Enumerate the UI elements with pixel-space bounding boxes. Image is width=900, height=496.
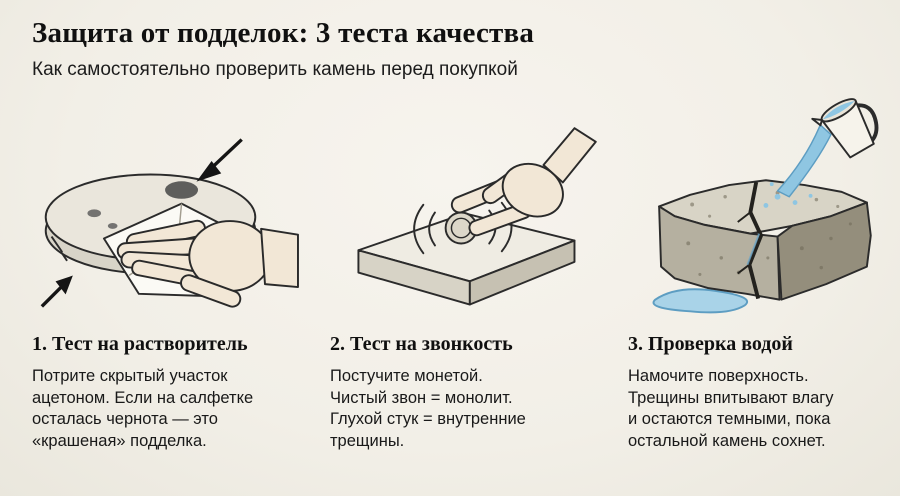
section-ring-test: 2. Тест на звонкость Постучите монетой. … — [330, 83, 600, 453]
wiping-hand — [116, 219, 299, 308]
vibration-lines-icon — [413, 201, 513, 255]
water-puddle — [652, 288, 749, 314]
tests-row: 1. Тест на растворитель Потрите скрытый … — [0, 83, 900, 453]
water-stream — [776, 124, 832, 198]
arrow-icon — [196, 138, 243, 182]
section-body: Постучите монетой. Чистый звон = монолит… — [330, 366, 526, 451]
section-solvent-test: 1. Тест на растворитель Потрите скрытый … — [32, 83, 302, 453]
stone-disc-wipe-drawing — [40, 138, 299, 308]
section-body: Намочите поверхность. Трещины впитывают … — [628, 366, 834, 451]
cracked-stone-block — [658, 179, 872, 301]
water-droplets — [763, 182, 813, 208]
coin-tap-drawing — [357, 127, 597, 306]
page-title: Защита от подделок: 3 теста качества — [32, 17, 535, 49]
crack — [737, 181, 764, 300]
solvent-test-illustration — [32, 83, 302, 321]
section-heading: 3. Проверка водой — [628, 332, 793, 355]
section-heading: 1. Тест на растворитель — [32, 332, 248, 355]
wet-crack-highlight — [746, 233, 761, 265]
ring-test-illustration — [330, 83, 600, 321]
dark-stain — [87, 181, 199, 229]
section-body: Потрите скрытый участок ацетоном. Если н… — [32, 366, 254, 451]
section-heading: 2. Тест на звонкость — [330, 332, 513, 355]
arrow-icon — [40, 275, 73, 308]
water-test-illustration — [628, 83, 898, 321]
stone-slab — [357, 212, 576, 306]
water-pour-drawing — [652, 98, 879, 314]
stone-speckles — [686, 190, 852, 276]
tapping-hand — [450, 127, 597, 237]
header: Защита от подделок: 3 теста качества Как… — [0, 0, 900, 81]
section-water-test: 3. Проверка водой Намочите поверхность. … — [628, 83, 898, 453]
page-subtitle: Как самостоятельно проверить камень пере… — [32, 58, 518, 80]
pitcher — [811, 98, 879, 159]
